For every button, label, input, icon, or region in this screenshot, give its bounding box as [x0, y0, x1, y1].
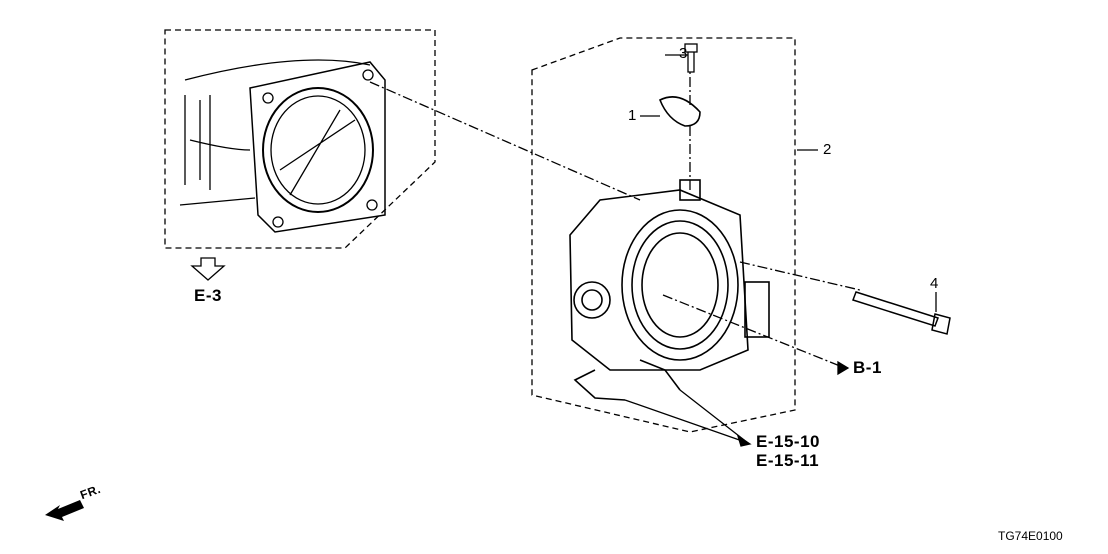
e3-arrow-icon: [190, 257, 226, 281]
bolt-part-4: [852, 291, 951, 335]
inset-throttle-flange: [179, 59, 386, 233]
front-arrow-icon: [45, 500, 84, 521]
throttle-body-part-2: [569, 179, 770, 401]
callout-1: 1: [628, 107, 637, 124]
reference-e3[interactable]: E-3: [194, 286, 222, 305]
assembly-boundary: [531, 37, 796, 433]
callout-2: 2: [823, 141, 832, 158]
screw-part-3: [684, 43, 698, 73]
reference-b1[interactable]: B-1: [853, 358, 882, 377]
reference-e15-10[interactable]: E-15-10: [756, 432, 820, 451]
gasket-part-1: [658, 96, 701, 127]
callout-4: 4: [930, 275, 939, 292]
inset-boundary: [164, 29, 436, 249]
reference-e15-11[interactable]: E-15-11: [756, 451, 820, 470]
diagram-code: TG74E0100: [998, 529, 1063, 543]
callout-3: 3: [679, 45, 688, 62]
b1-arrowhead: [837, 360, 850, 376]
